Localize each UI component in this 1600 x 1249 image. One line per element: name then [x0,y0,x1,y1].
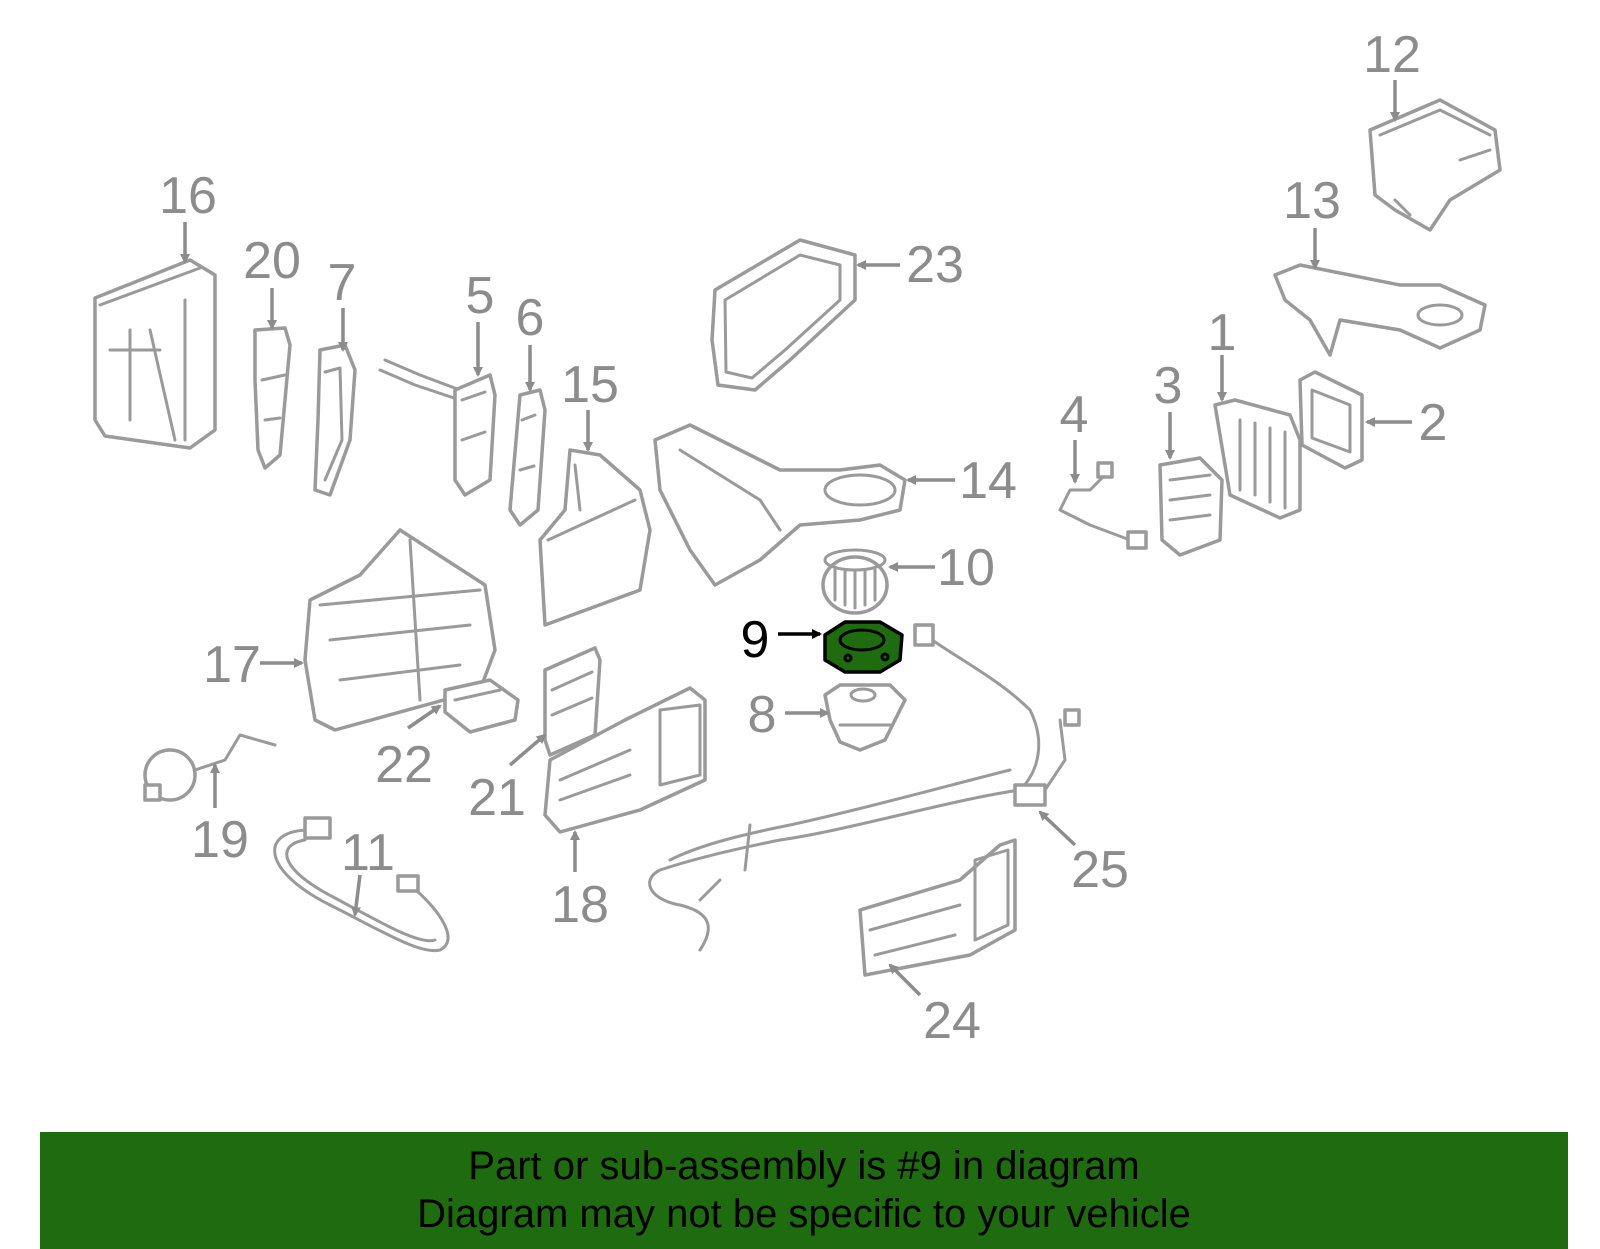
part-8-blower-motor[interactable] [823,683,907,752]
callout-15[interactable]: 15 [561,356,619,414]
part-9-blower-mount[interactable] [823,620,904,674]
part-7-frame[interactable] [313,343,357,497]
banner-line-disclaimer: Diagram may not be specific to your vehi… [417,1192,1191,1236]
part-16-housing[interactable] [93,258,217,450]
callout-11[interactable]: 11 [341,824,395,882]
callout-7[interactable]: 7 [328,254,357,312]
callout-17[interactable]: 17 [203,636,261,694]
part-2-filter-frame[interactable] [1298,370,1364,470]
callout-16[interactable]: 16 [159,167,217,225]
callout-22[interactable]: 22 [375,736,433,794]
callout-6[interactable]: 6 [516,289,545,347]
info-banner: Part or sub-assembly is #9 in diagram Di… [40,1132,1568,1249]
callout-labels: 1 2 3 4 5 6 7 8 9 10 11 12 13 14 15 16 1… [159,26,1447,1050]
part-4-sensor[interactable] [1058,461,1148,550]
part-5-heater-core[interactable] [378,358,497,497]
callout-1[interactable]: 1 [1208,304,1237,362]
callout-3[interactable]: 3 [1154,357,1183,415]
part-13-duct-assembly[interactable] [1273,263,1487,357]
part-1-evaporator-core[interactable] [1213,398,1302,520]
part-25-main-harness[interactable] [648,623,1081,952]
callout-20[interactable]: 20 [243,232,301,290]
callout-18[interactable]: 18 [551,876,609,934]
part-11-harness[interactable] [273,816,450,953]
part-24-lower-duct[interactable] [858,838,1017,977]
callout-10[interactable]: 10 [937,539,995,597]
part-22-module[interactable] [443,678,520,734]
part-6-evaporator[interactable] [508,388,547,527]
callout-21[interactable]: 21 [468,769,526,827]
part-15-duct[interactable] [538,448,652,627]
callout-14[interactable]: 14 [959,452,1017,510]
callout-12[interactable]: 12 [1363,26,1421,84]
callout-4[interactable]: 4 [1060,386,1089,444]
part-19-actuator[interactable] [143,733,277,802]
callout-5[interactable]: 5 [466,267,495,325]
part-23-gasket[interactable] [710,238,857,392]
leader-arrows [180,80,1412,997]
part-18-control-panel[interactable] [543,686,707,834]
callout-2[interactable]: 2 [1419,394,1448,452]
part-17-evaporator-case[interactable] [303,528,497,732]
callout-19[interactable]: 19 [191,811,249,869]
part-12-air-box[interactable] [1368,98,1502,232]
callout-8[interactable]: 8 [748,686,777,744]
part-20-bracket[interactable] [253,326,292,470]
callout-24[interactable]: 24 [923,992,981,1050]
part-14-blower-housing[interactable] [653,423,907,587]
part-3-filter[interactable] [1158,456,1224,557]
part-10-blower-wheel[interactable] [821,548,889,615]
callout-23[interactable]: 23 [906,236,964,294]
callout-13[interactable]: 13 [1283,172,1341,230]
callout-9[interactable]: 9 [741,611,770,669]
callout-25[interactable]: 25 [1071,841,1129,899]
banner-line-part: Part or sub-assembly is #9 in diagram [468,1144,1140,1188]
